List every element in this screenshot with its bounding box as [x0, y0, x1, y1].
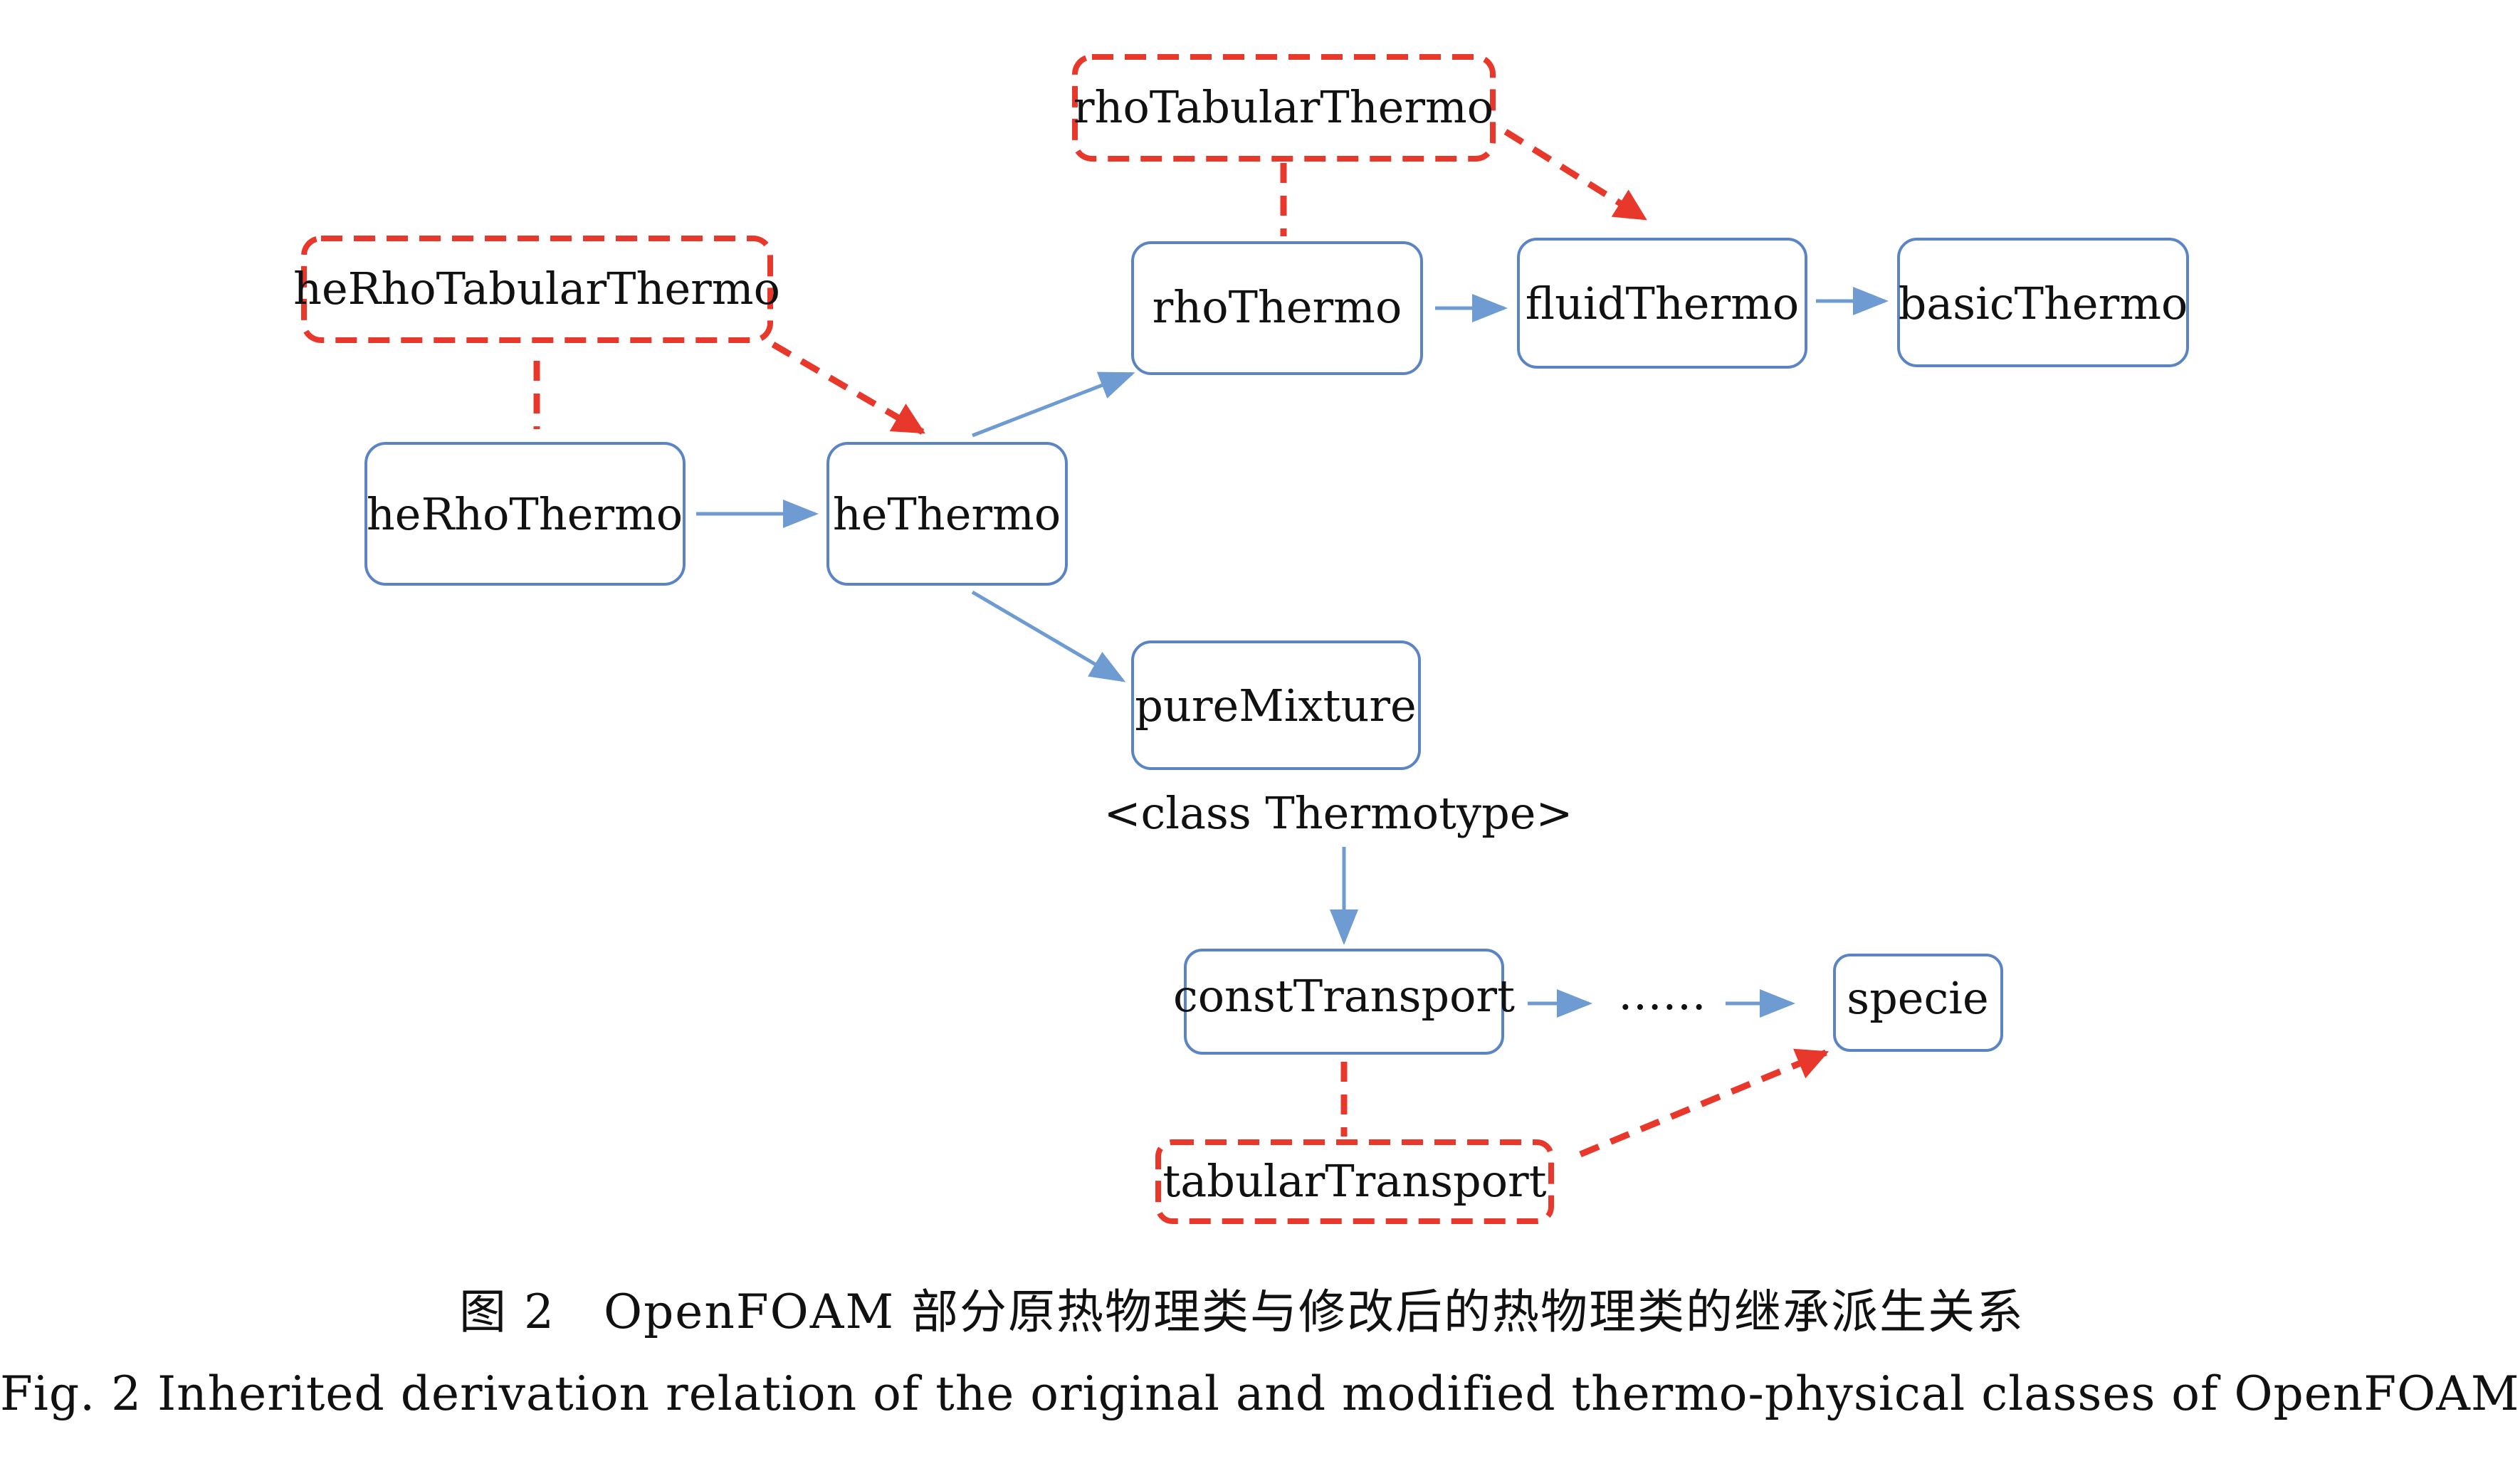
node-label: heRhoThermo [367, 488, 683, 540]
node-basicThermo: basicThermo [1897, 238, 2189, 367]
template-parameter-label: <class Thermotype> [1104, 787, 1573, 839]
node-label: rhoTabularThermo [1073, 81, 1493, 133]
node-heThermo: heThermo [826, 442, 1068, 586]
dashed-arrow-heRhoTabularThermo-to-heThermo [771, 342, 925, 435]
node-label: heThermo [833, 488, 1061, 540]
node-label: basicThermo [1899, 278, 2188, 329]
node-label: tabularTransport [1162, 1155, 1546, 1207]
dashed-arrow-rhoTabularThermo-to-fluidThermo [1503, 129, 1647, 221]
node-rhoThermo: rhoThermo [1131, 241, 1423, 375]
inheritance-diagram: rhoTabularThermo heRhoTabularThermo tabu… [293, 54, 2189, 1224]
node-pureMixture: pureMixture [1131, 640, 1421, 770]
node-specie: specie [1833, 954, 2003, 1052]
node-label: fluidThermo [1526, 278, 1800, 329]
ellipsis-label: …… [1618, 968, 1706, 1020]
node-label: pureMixture [1135, 680, 1416, 732]
dashed-arrow-tabularTransport-to-specie [1579, 1048, 1829, 1158]
figure-caption-english: Fig. 2 Inherited derivation relation of … [0, 1366, 2520, 1421]
node-fluidThermo: fluidThermo [1517, 238, 1807, 369]
node-label: rhoThermo [1153, 281, 1402, 333]
node-rhoTabularThermo: rhoTabularThermo [1072, 54, 1496, 162]
node-tabularTransport: tabularTransport [1155, 1139, 1554, 1224]
node-heRhoThermo: heRhoThermo [364, 442, 686, 586]
edge-heThermo-to-rhoThermo [972, 371, 1135, 438]
edge-heThermo-to-pureMixture [971, 590, 1126, 682]
node-heRhoTabularThermo: heRhoTabularThermo [293, 236, 780, 343]
node-label: specie [1847, 972, 1988, 1024]
figure-caption-chinese: 图 2 OpenFOAM 部分原热物理类与修改后的热物理类的继承派生关系 [458, 1285, 2025, 1339]
node-label: constTransport [1173, 970, 1515, 1022]
node-constTransport: constTransport [1173, 949, 1515, 1055]
node-label: heRhoTabularThermo [293, 263, 780, 315]
